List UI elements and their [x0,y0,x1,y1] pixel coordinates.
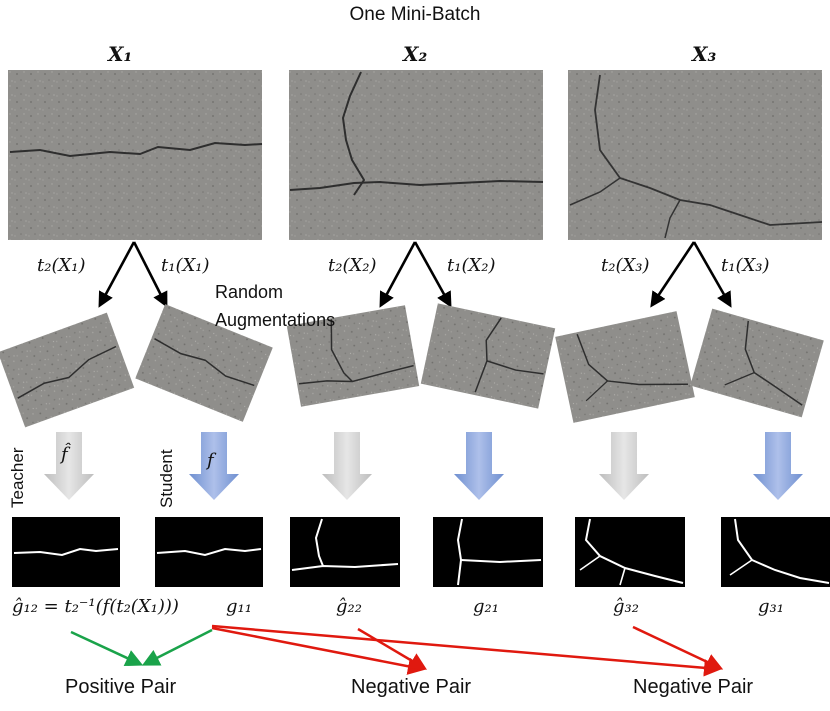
input-image-3 [568,70,823,240]
augmented-image-2b [420,303,556,409]
augmented-image-3a [555,311,695,423]
teacher-arrow-2 [322,432,372,500]
output-label-6: g₃₁ [758,596,784,617]
teacher-network-symbol: f̂ [61,444,68,465]
mask-output-4 [433,517,543,587]
input-label-2: X₂ [403,42,428,66]
output-label-2: g₁₁ [226,596,252,617]
augmented-image-1b [135,304,273,422]
random-augmentations-line2: Augmentations [215,310,336,330]
random-augmentations-line1: Random [215,282,284,302]
negative-pair-arrows [211,624,724,677]
transform-label-1-left: t₂(X₁) [37,255,86,276]
transform-arrows [98,241,732,308]
input-image-2 [289,70,544,240]
output-label-4: g₂₁ [473,596,499,617]
input-label-1: X₁ [108,42,133,66]
transform-label-1-right: t₁(X₁) [161,255,210,276]
student-arrow-1 [189,432,239,500]
transform-label-3-left: t₂(X₃) [601,255,650,276]
output-label-3: ĝ₂₂ [336,596,362,617]
transform-label-2-left: t₂(X₂) [328,255,377,276]
mask-output-5 [575,517,685,587]
augmented-image-1a [0,312,135,428]
augmented-image-2a [286,305,420,407]
output-label-5: ĝ₃₂ [613,596,639,617]
input-image-1 [8,70,263,240]
negative-pair-label-1: Negative Pair [351,676,472,698]
student-label: Student [157,449,176,508]
diagram-title: One Mini-Batch [349,4,481,25]
positive-pair-label: Positive Pair [65,676,177,698]
mask-output-3 [290,517,400,587]
teacher-label: Teacher [8,447,27,508]
transform-label-2-right: t₁(X₂) [447,255,496,276]
mask-output-1 [12,517,120,587]
positive-pair-arrows [70,628,213,667]
transform-label-3-right: t₁(X₃) [721,255,770,276]
mask-output-6 [721,517,830,587]
student-arrow-2 [454,432,504,500]
student-arrow-3 [753,432,803,500]
mask-output-2 [155,517,263,587]
output-label-1: ĝ₁₂ = t₂⁻¹(f(t₂(X₁))) [12,596,179,617]
teacher-arrow-1 [44,432,94,500]
teacher-arrow-3 [599,432,649,500]
negative-pair-label-2: Negative Pair [633,676,754,698]
augmented-image-3b [690,308,824,418]
student-network-symbol: f [207,450,214,471]
input-label-3: X₃ [692,42,717,66]
